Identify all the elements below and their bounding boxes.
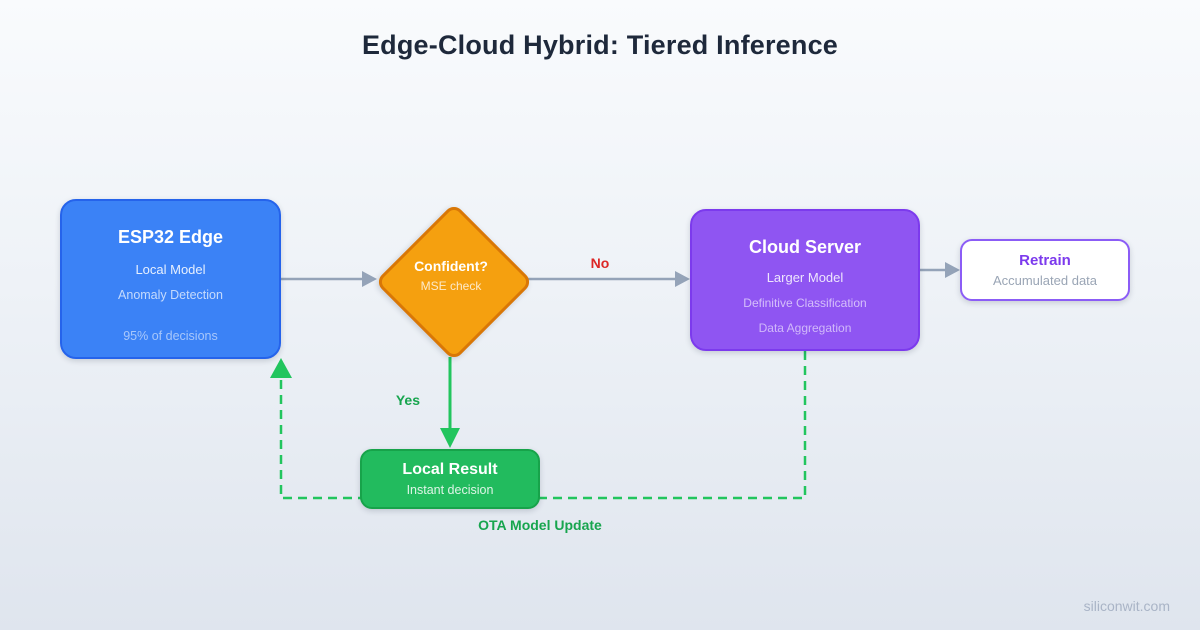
node-esp32-footnote: 95% of decisions	[123, 329, 218, 343]
arrowhead-decision-to-local	[440, 428, 460, 448]
edge-label-no: No	[590, 255, 610, 271]
node-esp32-edge: ESP32 Edge Local Model Anomaly Detection…	[60, 199, 281, 359]
node-cloud-line1: Larger Model	[766, 270, 844, 285]
node-esp32-line1: Local Model	[135, 262, 206, 277]
arrowhead-esp32-to-decision	[362, 271, 377, 287]
node-retrain: Retrain Accumulated data	[960, 239, 1130, 301]
arrowhead-ota-to-esp32	[270, 358, 292, 378]
node-retrain-subtitle: Accumulated data	[992, 273, 1098, 288]
node-cloud-line3: Data Aggregation	[758, 321, 852, 335]
arrowhead-decision-to-cloud	[675, 271, 690, 287]
node-local-result: Local Result Instant decision	[360, 449, 540, 509]
node-cloud-line2: Definitive Classification	[743, 296, 867, 310]
node-decision-subtitle: MSE check	[420, 279, 482, 293]
node-decision-text: Confident? MSE check	[376, 258, 526, 293]
node-decision-title: Confident?	[414, 258, 488, 274]
edge-label-yes: Yes	[395, 392, 420, 408]
node-cloud-server: Cloud Server Larger Model Definitive Cla…	[690, 209, 920, 351]
node-local-subtitle: Instant decision	[406, 483, 494, 497]
node-cloud-title: Cloud Server	[748, 237, 862, 257]
node-esp32-title: ESP32 Edge	[117, 227, 224, 247]
node-local-title: Local Result	[402, 461, 498, 478]
watermark-siliconwit: siliconwit.com	[1083, 598, 1170, 614]
node-retrain-title: Retrain	[1019, 252, 1071, 269]
node-esp32-line2: Anomaly Detection	[118, 288, 223, 302]
arrowhead-cloud-to-retrain	[945, 262, 960, 278]
page-title: Edge-Cloud Hybrid: Tiered Inference	[361, 30, 839, 60]
edge-label-ota-model-update: OTA Model Update	[478, 517, 602, 533]
